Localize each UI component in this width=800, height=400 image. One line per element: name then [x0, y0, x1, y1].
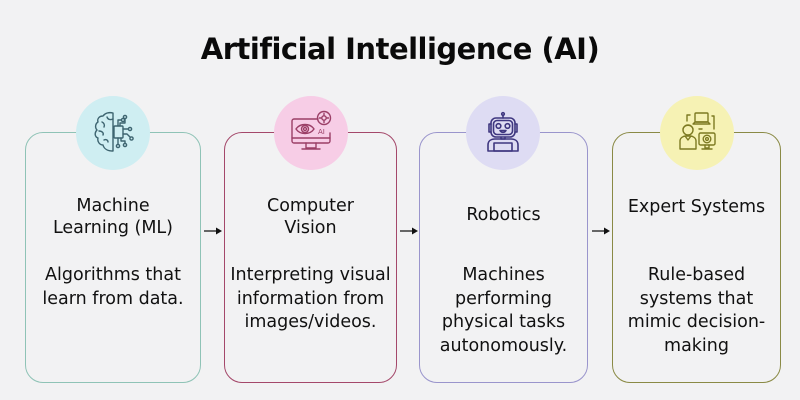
card-description: Rule-based systems that mimic decision- …	[613, 264, 780, 358]
description-line: learn from data.	[42, 288, 184, 309]
card-robotics: Robotics Machines performing physical ta…	[419, 132, 588, 383]
arrow-ml-to-cv	[204, 227, 222, 235]
card-heading: Expert Systems	[613, 196, 780, 218]
description-line: information from	[236, 288, 385, 309]
card-machine-learning: Machine Learning (ML) Algorithms that le…	[25, 132, 201, 383]
robot-icon	[487, 111, 519, 152]
cv-icon-circle: AI	[274, 96, 348, 170]
heading-line: Robotics	[466, 205, 541, 225]
expert-icon-circle	[660, 96, 734, 170]
description-line: Rule-based	[647, 265, 746, 285]
description-line: images/videos.	[244, 312, 377, 332]
card-expert-systems: Expert Systems Rule-based systems that m…	[612, 132, 781, 383]
heading-line: Vision	[284, 218, 337, 238]
brain-circuit-icon	[94, 111, 134, 152]
heading-line: Learning (ML)	[52, 218, 174, 238]
description-line: Machines	[462, 265, 545, 285]
heading-line: Computer	[267, 196, 354, 216]
heading-line: Expert Systems	[627, 197, 766, 217]
description-line: mimic decision-	[627, 312, 766, 332]
ml-icon-circle	[76, 96, 150, 170]
monitor-eye-ai-icon: AI	[291, 110, 332, 150]
card-description: Machines performing physical tasks auton…	[420, 264, 587, 358]
description-line: performing	[455, 288, 552, 309]
svg-text:AI: AI	[318, 128, 325, 136]
description-line: Algorithms that	[45, 265, 181, 285]
card-heading: Machine Learning (ML)	[26, 195, 200, 239]
arrow-cv-to-robotics	[400, 227, 418, 235]
card-description: Interpreting visual information from ima…	[225, 264, 396, 335]
card-description: Algorithms that learn from data.	[26, 264, 200, 311]
expert-person-computer-icon	[679, 112, 716, 150]
diagram-title: Artificial Intelligence (AI)	[200, 32, 600, 66]
description-line: making	[664, 335, 729, 356]
description-line: autonomously.	[439, 335, 568, 356]
robotics-icon-circle	[466, 96, 540, 170]
card-heading: Robotics	[420, 204, 587, 226]
description-line: physical tasks	[441, 312, 566, 332]
heading-line: Machine	[76, 196, 150, 216]
card-computer-vision: Computer Vision Interpreting visual info…	[224, 132, 397, 383]
description-line: systems that	[639, 288, 754, 309]
description-line: Interpreting visual	[230, 265, 391, 285]
arrow-robotics-to-expert	[592, 227, 610, 235]
card-heading: Computer Vision	[225, 195, 396, 239]
